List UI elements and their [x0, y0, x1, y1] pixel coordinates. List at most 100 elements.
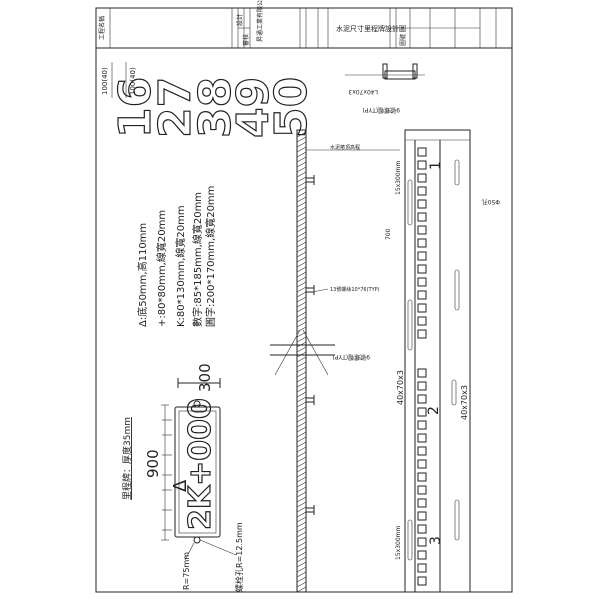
hatch-line: [296, 186, 307, 193]
hatch-line: [296, 356, 307, 363]
slot: [417, 472, 427, 482]
spec-line: 圓字:200*170mm,線寬20mm: [204, 186, 217, 327]
plate-text: 2K+000: [183, 398, 218, 530]
hatch-line: [296, 316, 307, 323]
title-field-label: 設計: [236, 14, 244, 26]
number-sample: 50: [266, 77, 317, 138]
hatch-line: [296, 216, 307, 223]
hatch-line: [296, 486, 307, 493]
number-sample: 16: [110, 77, 161, 138]
plate-triangle: Δ: [170, 479, 191, 492]
hatch-line: [296, 136, 307, 143]
nut-label: 9號螺帽(TYP): [363, 106, 400, 114]
top-level-label: 水泥樁頂高程: [330, 144, 360, 151]
title-field-label: 圖號: [399, 34, 407, 46]
slot: [417, 537, 427, 547]
hatch-line: [296, 416, 307, 423]
spacing-label: 700: [385, 228, 392, 240]
hatch-line: [296, 281, 307, 288]
hatch-line: [296, 406, 307, 413]
hatch-line: [296, 131, 307, 138]
hatch-line: [296, 366, 307, 373]
number-height-dim: 100(40): [101, 67, 109, 95]
slot: [417, 160, 427, 170]
number-sample: 38: [190, 77, 241, 138]
spec-line: 數字:85*185mm,線寬20mm: [191, 192, 204, 327]
hatch-line: [296, 436, 307, 443]
plate-title: 里程牌：厚度35mm: [121, 417, 133, 500]
bracket: [305, 397, 315, 403]
hatch-line: [296, 166, 307, 173]
hatch-line: [296, 231, 307, 238]
hatch-line: [296, 181, 307, 188]
hole-label: Φ50孔: [482, 198, 500, 206]
slot: [417, 225, 427, 235]
hatch-line: [296, 311, 307, 318]
hatch-line: [296, 246, 307, 253]
plate-length-dim: 900: [144, 449, 162, 478]
hatch-line: [296, 411, 307, 418]
bracket: [305, 287, 315, 293]
hatch-line: [296, 551, 307, 558]
hatch-line: [296, 531, 307, 538]
hatch-line: [296, 251, 307, 258]
hatch-line: [296, 361, 307, 368]
hatch-line: [296, 536, 307, 543]
bolt-hole-top: [193, 400, 201, 408]
hatch-line: [296, 556, 307, 563]
slot: [417, 290, 427, 300]
hatch-line: [296, 431, 307, 438]
slot: [417, 485, 427, 495]
hatch-line: [296, 586, 307, 593]
hatch-line: [296, 301, 307, 308]
hatch-line: [296, 346, 307, 353]
hatch-line: [296, 466, 307, 473]
bolt-label: 13號螺絲10*76(TYP): [330, 286, 380, 293]
slot: [417, 251, 427, 261]
hatch-line: [296, 156, 307, 163]
title-block: [95, 7, 513, 49]
hatch-line: [296, 566, 307, 573]
hatch-line: [296, 191, 307, 198]
slot-long: [454, 269, 460, 311]
hatch-line: [296, 141, 307, 148]
hatch-line: [296, 226, 307, 233]
angle-label: L40x70x3: [348, 88, 378, 95]
nut-label: 9號螺帽(TYP): [333, 353, 370, 361]
hatch-line: [296, 461, 307, 468]
slot: [417, 264, 427, 274]
slot: [417, 368, 427, 378]
hatch-line: [296, 176, 307, 183]
hatch-line: [296, 261, 307, 268]
slot: [417, 173, 427, 183]
hatch-line: [296, 446, 307, 453]
hatch-line: [296, 521, 307, 528]
slot-group: [407, 147, 460, 586]
slot-long: [454, 499, 460, 541]
slot: [417, 446, 427, 456]
slot: [417, 563, 427, 573]
hatch-line: [296, 471, 307, 478]
hatch-line: [296, 496, 307, 503]
slot: [417, 576, 427, 586]
hatch-line: [296, 561, 307, 568]
slot: [417, 186, 427, 196]
post-hatching: [296, 131, 307, 593]
hatch-line: [296, 271, 307, 278]
hatch-line: [296, 391, 307, 398]
spacing-label: 15x300mm: [395, 161, 402, 195]
slot: [417, 524, 427, 534]
slot: [417, 238, 427, 248]
angle-detail: [384, 70, 416, 80]
number-height-dim: 100(40): [129, 67, 137, 95]
slot: [417, 511, 427, 521]
slot: [417, 147, 427, 157]
hatch-line: [296, 576, 307, 583]
hatch-line: [296, 161, 307, 168]
hatch-line: [296, 451, 307, 458]
hatch-line: [296, 516, 307, 523]
hatch-line: [296, 336, 307, 343]
hatch-line: [296, 286, 307, 293]
slot-long: [407, 179, 413, 226]
